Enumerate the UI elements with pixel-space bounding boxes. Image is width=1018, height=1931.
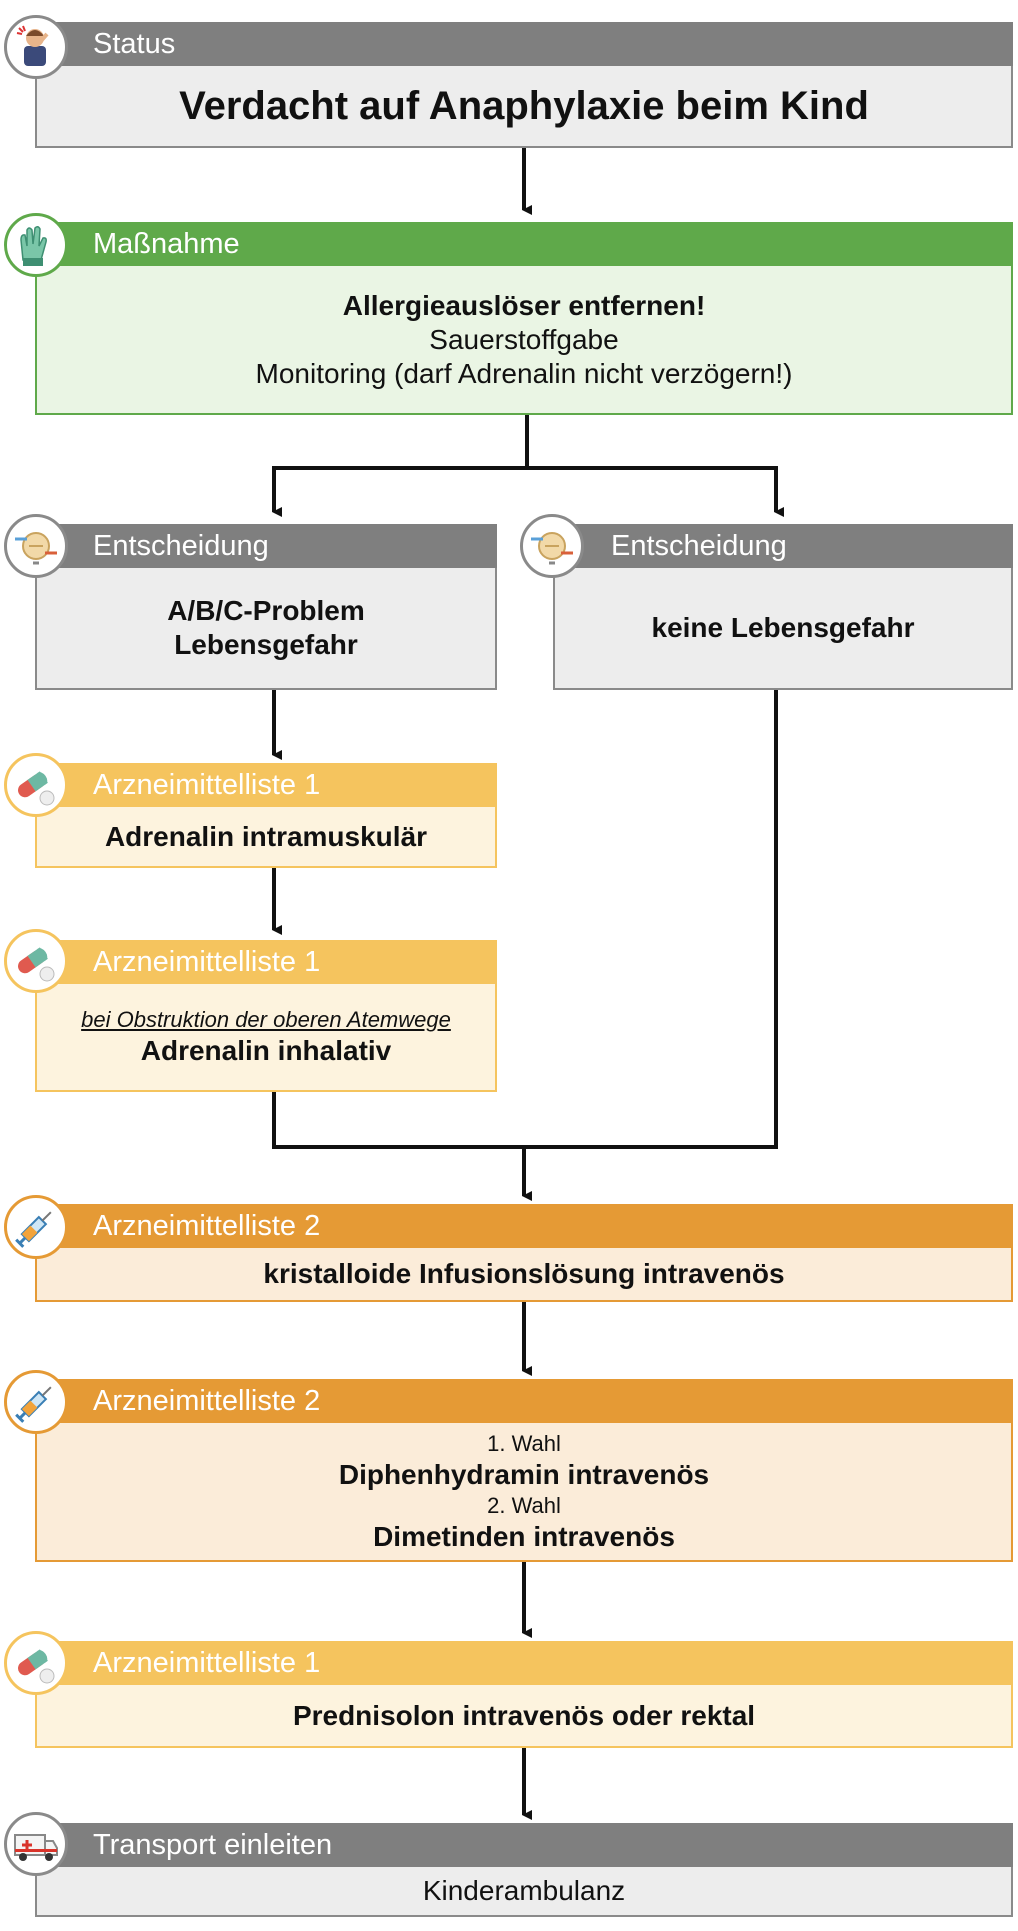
drug-im-body: Adrenalin intramuskulär <box>35 807 497 868</box>
decision-right-line1: keine Lebensgefahr <box>651 612 915 643</box>
drug-antihist-node: Arzneimittelliste 2 1. Wahl Diphenhydram… <box>35 1379 1013 1562</box>
status-title: Verdacht auf Anaphylaxie beim Kind <box>179 83 869 128</box>
transport-line1: Kinderambulanz <box>422 1875 626 1906</box>
gloves-icon <box>4 213 68 277</box>
decision-left-line1: A/B/C-Problem <box>167 595 365 626</box>
drug-infusion-header: Arzneimittelliste 2 <box>35 1204 1013 1248</box>
transport-header: Transport einleiten <box>35 1823 1013 1867</box>
drug-im-line1: Adrenalin intramuskulär <box>104 820 428 852</box>
drug-infusion-body: kristalloide Infusionslösung intravenös <box>35 1248 1013 1302</box>
drug-antihist-body: 1. Wahl Diphenhydramin intravenös 2. Wah… <box>35 1423 1013 1562</box>
transport-body: Kinderambulanz <box>35 1867 1013 1917</box>
drug-inhal-node: Arzneimittelliste 1 bei Obstruktion der … <box>35 940 497 1092</box>
status-body: Verdacht auf Anaphylaxie beim Kind <box>35 66 1013 148</box>
line-inhal-merge <box>272 1092 524 1149</box>
drug-antihist-header: Arzneimittelliste 2 <box>35 1379 1013 1423</box>
drug-pred-node: Arzneimittelliste 1 Prednisolon intraven… <box>35 1641 1013 1748</box>
decision-right-header: Entscheidung <box>553 524 1013 568</box>
drug-im-node: Arzneimittelliste 1 Adrenalin intramusku… <box>35 763 497 868</box>
decision-left-body: A/B/C-Problem Lebensgefahr <box>35 568 497 690</box>
arrow-massnahme-split-right <box>527 466 784 517</box>
drug-antihist-choice1: Diphenhydramin intravenös <box>338 1458 710 1490</box>
scale-icon <box>4 514 68 578</box>
ambulance-icon <box>4 1812 68 1876</box>
drug-pred-line1: Prednisolon intravenös oder rektal <box>292 1699 756 1731</box>
decision-left-node: Entscheidung A/B/C-Problem Lebensgefahr <box>35 524 497 690</box>
massnahme-line2: Sauerstoffgabe <box>429 323 619 355</box>
massnahme-header: Maßnahme <box>35 222 1013 266</box>
drug-inhal-note: bei Obstruktion der oberen Atemwege <box>81 1007 451 1032</box>
drug-antihist-choice2-label: 2. Wahl <box>487 1492 561 1518</box>
decision-right-node: Entscheidung keine Lebensgefahr <box>553 524 1013 690</box>
drug-pred-body: Prednisolon intravenös oder rektal <box>35 1685 1013 1748</box>
pills-icon <box>4 753 68 817</box>
drug-antihist-choice1-label: 1. Wahl <box>487 1430 561 1456</box>
status-header: Status <box>35 22 1013 66</box>
syringe-icon <box>4 1195 68 1259</box>
drug-inhal-body: bei Obstruktion der oberen Atemwege Adre… <box>35 984 497 1092</box>
decision-left-line2: Lebensgefahr <box>174 629 358 660</box>
arrow-massnahme-split <box>272 415 529 517</box>
syringe-icon <box>4 1370 68 1434</box>
massnahme-line1: Allergieauslöser entfernen! <box>342 289 706 321</box>
line-right-merge <box>524 690 778 1149</box>
drug-im-header: Arzneimittelliste 1 <box>35 763 497 807</box>
transport-node: Transport einleiten Kinderambulanz <box>35 1823 1013 1917</box>
drug-infusion-node: Arzneimittelliste 2 kristalloide Infusio… <box>35 1204 1013 1302</box>
decision-right-body: keine Lebensgefahr <box>553 568 1013 690</box>
massnahme-node: Maßnahme Allergieauslöser entfernen! Sau… <box>35 222 1013 415</box>
pills-icon <box>4 1631 68 1695</box>
drug-antihist-choice2: Dimetinden intravenös <box>373 1520 675 1552</box>
drug-inhal-header: Arzneimittelliste 1 <box>35 940 497 984</box>
scale-icon <box>520 514 584 578</box>
drug-infusion-line1: kristalloide Infusionslösung intravenös <box>263 1258 785 1289</box>
pills-icon <box>4 929 68 993</box>
massnahme-line3: Monitoring (darf Adrenalin nicht verzöge… <box>255 357 793 389</box>
sick-child-icon <box>4 15 68 79</box>
status-node: Status Verdacht auf Anaphylaxie beim Kin… <box>35 22 1013 148</box>
decision-left-header: Entscheidung <box>35 524 497 568</box>
drug-inhal-line1: Adrenalin inhalativ <box>140 1035 392 1066</box>
massnahme-body: Allergieauslöser entfernen! Sauerstoffga… <box>35 266 1013 415</box>
drug-pred-header: Arzneimittelliste 1 <box>35 1641 1013 1685</box>
